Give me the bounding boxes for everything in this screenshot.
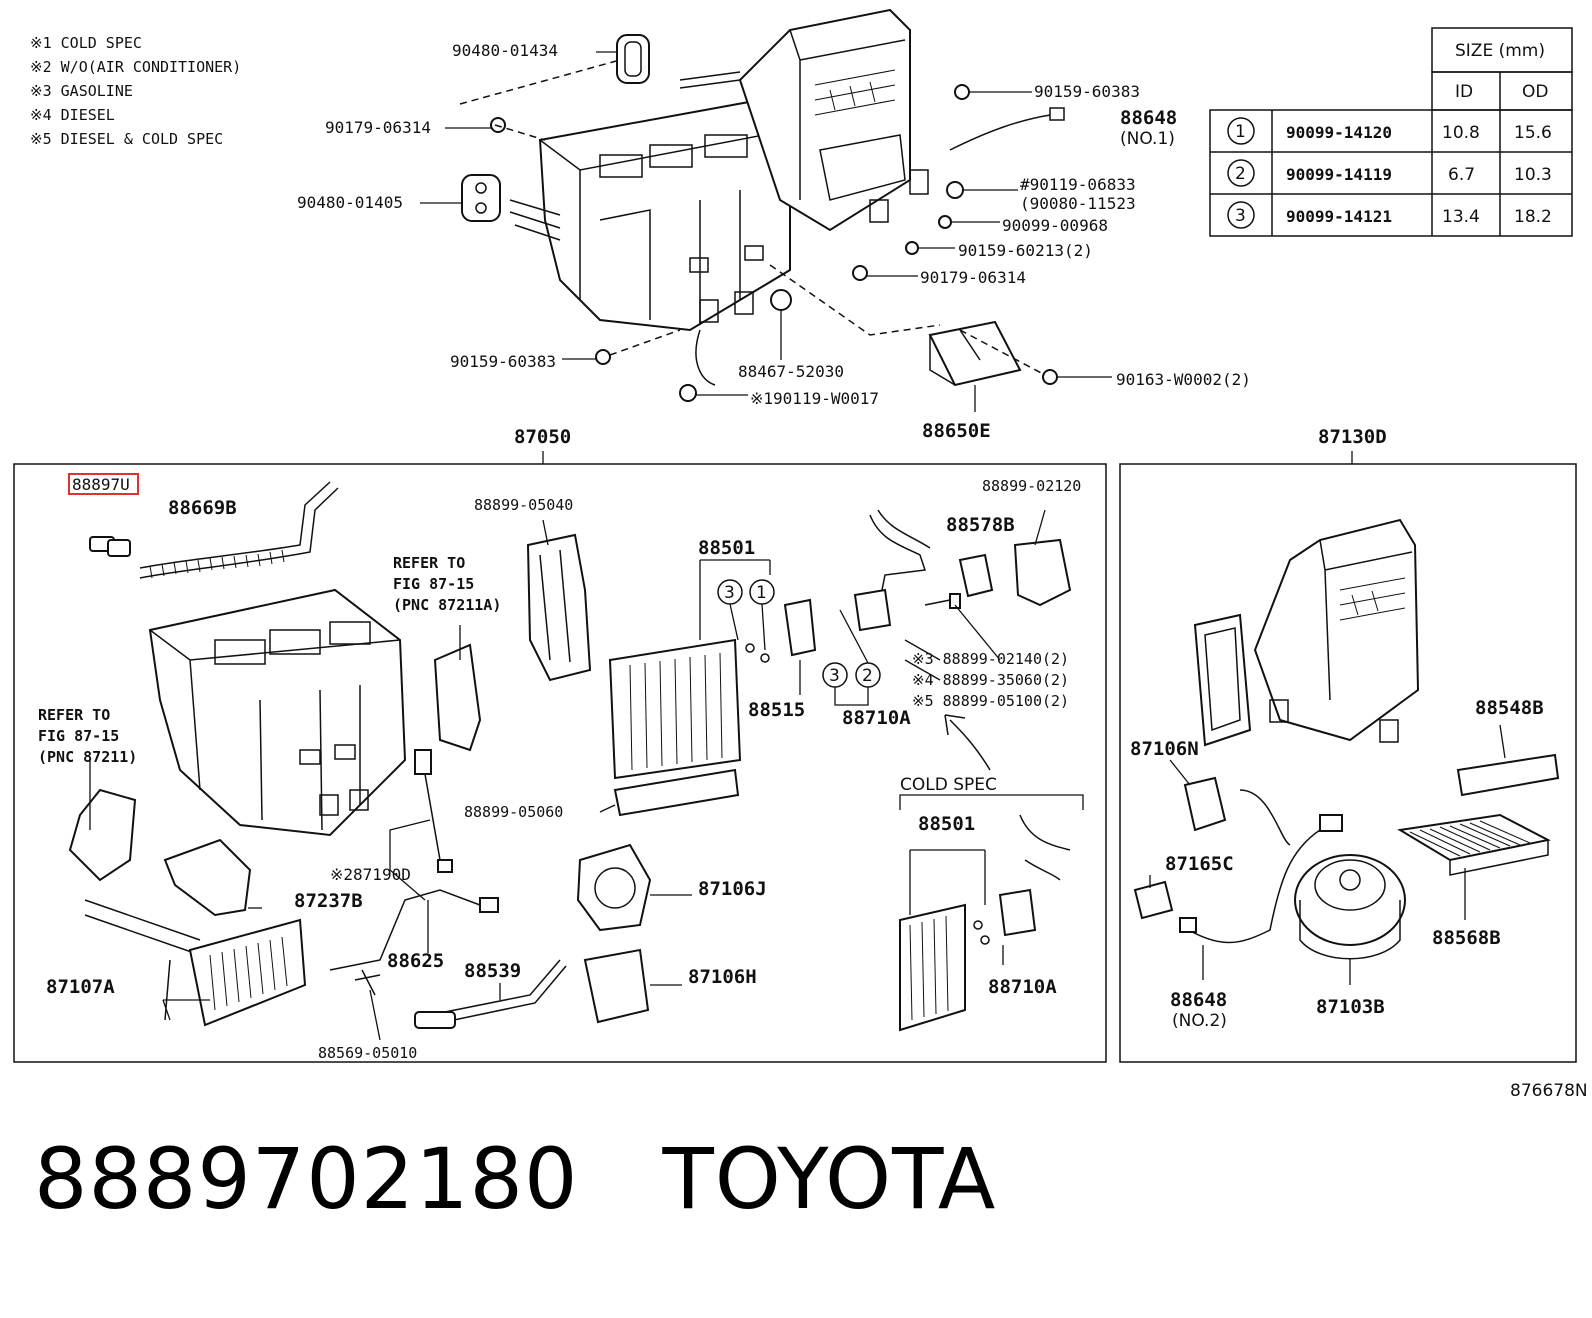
label-88501: 88501 xyxy=(698,537,755,559)
label-88899-05040: 88899-05040 xyxy=(474,496,573,514)
notes-list: ※1 COLD SPEC ※2 W/O(AIR CONDITIONER) ※3 … xyxy=(30,34,241,148)
label-87106j: 87106J xyxy=(698,878,767,900)
group-left-frame: 87050 xyxy=(13,426,1107,1063)
size-row-1-id: 10.8 xyxy=(1442,123,1480,143)
size-row-2-ref: 2 xyxy=(1235,164,1246,184)
label-88669b: 88669B xyxy=(168,497,237,519)
label-88578b: 88578B xyxy=(946,514,1015,536)
label-90159-60383-a: 90159-60383 xyxy=(1034,82,1140,101)
label-88569-05010: 88569-05010 xyxy=(318,1044,417,1062)
label-88548b: 88548B xyxy=(1475,697,1544,719)
footer-caption: 8889702180 TOYOTA xyxy=(34,1130,996,1228)
note-5: ※5 DIESEL & COLD SPEC xyxy=(30,130,223,148)
label-87106h: 87106H xyxy=(688,966,757,988)
size-row-3-part: 90099-14121 xyxy=(1286,207,1392,226)
callout-3a: 3 xyxy=(724,583,735,603)
right-group-drawing xyxy=(1133,518,1560,960)
left-group-drawing: 3 1 3 2 xyxy=(68,481,1084,1032)
label-88648-no2: 88648 xyxy=(1170,989,1227,1011)
label-90119-w0017: ※190119-W0017 xyxy=(750,389,879,408)
callout-1a: 1 xyxy=(756,583,767,603)
label-88648-no1-sub: (NO.1) xyxy=(1120,129,1175,149)
label-90119-06833: #90119-06833 xyxy=(1020,175,1136,194)
label-87106n: 87106N xyxy=(1130,738,1199,760)
label-90099-00968: 90099-00968 xyxy=(1002,216,1108,235)
label-refer-b3: (PNC 87211) xyxy=(38,748,137,766)
note-2: ※2 W/O(AIR CONDITIONER) xyxy=(30,58,241,76)
size-row-3-od: 18.2 xyxy=(1514,207,1552,227)
size-row-1-part: 90099-14120 xyxy=(1286,123,1392,142)
size-table: SIZE (mm) ID OD 1 90099-14120 10.8 15.6 … xyxy=(1209,27,1573,237)
group-right-title: 87130D xyxy=(1318,426,1387,448)
group-right-frame: 87130D xyxy=(1119,426,1577,1063)
top-part-labels: 90480-01434 90179-06314 90480-01405 9015… xyxy=(297,41,1251,442)
label-88899-02120: 88899-02120 xyxy=(982,477,1081,495)
label-90480-01405: 90480-01405 xyxy=(297,193,403,212)
label-88625: 88625 xyxy=(387,950,444,972)
label-90159-60383-b: 90159-60383 xyxy=(450,352,556,371)
figure-code: 876678N xyxy=(1510,1081,1588,1101)
label-87190d: ※287190D xyxy=(330,865,411,884)
label-refer-a1: REFER TO xyxy=(393,554,465,572)
label-refer-b2: FIG 87-15 xyxy=(38,727,119,745)
callout-2b: 2 xyxy=(862,666,873,686)
label-cold-spec: COLD SPEC xyxy=(900,775,997,795)
label-88501-cold: 88501 xyxy=(918,813,975,835)
label-88897u[interactable]: 88897U xyxy=(72,475,130,494)
highlight-box xyxy=(68,473,139,495)
callout-3b: 3 xyxy=(829,666,840,686)
label-88899-05060: 88899-05060 xyxy=(464,803,563,821)
size-table-title: SIZE (mm) xyxy=(1455,41,1545,61)
label-90179-06314-b: 90179-06314 xyxy=(920,268,1026,287)
label-88515: 88515 xyxy=(748,699,805,721)
label-90163-w0002: 90163-W0002(2) xyxy=(1116,370,1251,389)
label-88899-02140: ※3 88899-02140(2) xyxy=(912,650,1069,668)
footer-brand: TOYOTA xyxy=(662,1130,997,1228)
label-refer-b1: REFER TO xyxy=(38,706,110,724)
size-row-3-id: 13.4 xyxy=(1442,207,1480,227)
left-part-labels: 88897U 88669B 88899-05040 REFER TO FIG 8… xyxy=(38,475,1081,1062)
label-refer-a3: (PNC 87211A) xyxy=(393,596,501,614)
size-row-3-ref: 3 xyxy=(1235,206,1246,226)
label-88568b: 88568B xyxy=(1432,927,1501,949)
size-table-col-od: OD xyxy=(1522,82,1548,102)
label-87107a: 87107A xyxy=(46,976,115,998)
note-3: ※3 GASOLINE xyxy=(30,82,133,100)
parts-diagram: ※1 COLD SPEC ※2 W/O(AIR CONDITIONER) ※3 … xyxy=(13,8,1588,1101)
size-row-2-part: 90099-14119 xyxy=(1286,165,1392,184)
label-90159-60213: 90159-60213(2) xyxy=(958,241,1093,260)
label-88710a: 88710A xyxy=(842,707,911,729)
label-87237b: 87237B xyxy=(294,890,363,912)
size-row-2-id: 6.7 xyxy=(1448,165,1475,185)
note-1: ※1 COLD SPEC xyxy=(30,34,142,52)
label-88648-no2-sub: (NO.2) xyxy=(1172,1011,1227,1031)
right-part-labels: 87106N 88548B 87165C 88568B 88648 (NO.2)… xyxy=(1130,697,1544,1031)
label-88650e: 88650E xyxy=(922,420,991,442)
label-87103b: 87103B xyxy=(1316,996,1385,1018)
right-leaders xyxy=(1149,724,1506,985)
size-row-1-ref: 1 xyxy=(1235,122,1246,142)
label-88539: 88539 xyxy=(464,960,521,982)
footer-part-number: 8889702180 xyxy=(34,1130,579,1228)
group-left-title: 87050 xyxy=(514,426,571,448)
size-row-2-od: 10.3 xyxy=(1514,165,1552,185)
top-heater-unit-drawing xyxy=(459,8,1065,402)
label-88899-05100: ※5 88899-05100(2) xyxy=(912,692,1069,710)
label-90480-01434: 90480-01434 xyxy=(452,41,558,60)
size-table-col-id: ID xyxy=(1455,82,1473,102)
label-88710a-cold: 88710A xyxy=(988,976,1057,998)
size-row-1-od: 15.6 xyxy=(1514,123,1552,143)
left-leaders xyxy=(89,519,1004,1041)
label-88648-no1: 88648 xyxy=(1120,107,1177,129)
note-4: ※4 DIESEL xyxy=(30,106,115,124)
label-88899-35060: ※4 88899-35060(2) xyxy=(912,671,1069,689)
label-refer-a2: FIG 87-15 xyxy=(393,575,474,593)
label-87165c: 87165C xyxy=(1165,853,1234,875)
label-90080-11523: (90080-11523 xyxy=(1020,194,1136,213)
label-90179-06314-a: 90179-06314 xyxy=(325,118,431,137)
top-leaders xyxy=(420,51,1112,412)
label-88467-52030: 88467-52030 xyxy=(738,362,844,381)
